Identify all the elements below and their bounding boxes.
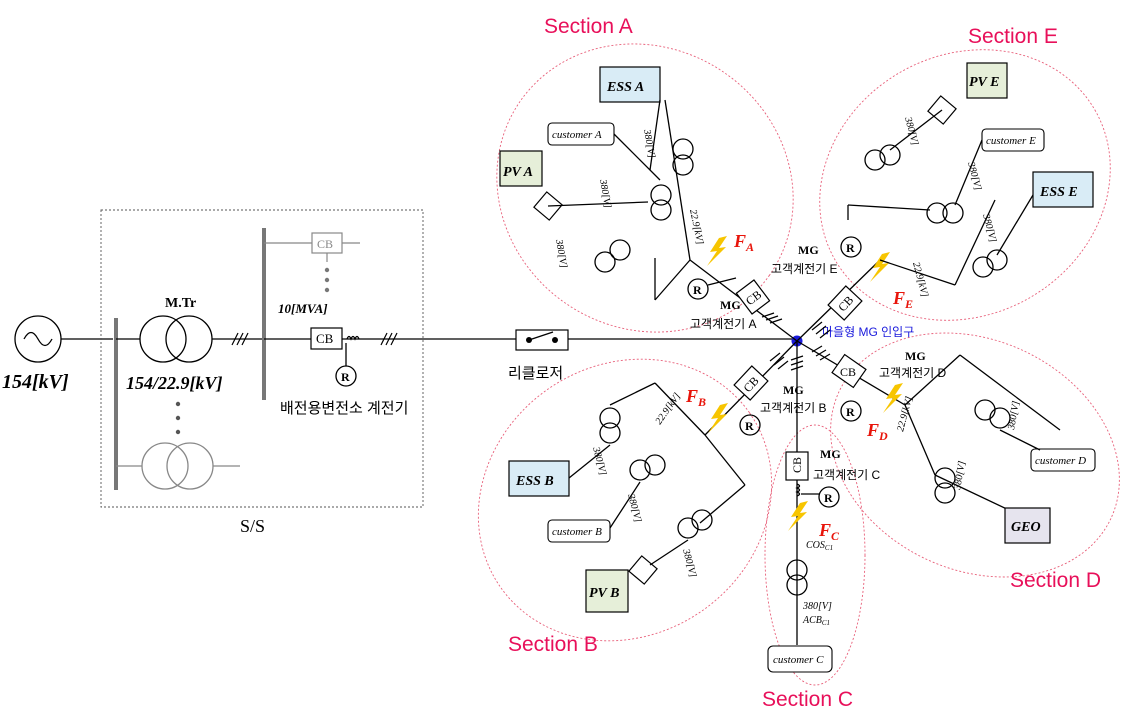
section-c-title: Section C [762, 688, 853, 711]
svg-text:MG: MG [798, 243, 819, 257]
section-c-relay-name: 고객계전기 C [813, 468, 881, 482]
svg-text:380[V]: 380[V] [597, 178, 613, 209]
customer-a-label: customer A [552, 129, 602, 141]
svg-text:22.9[kV]: 22.9[kV] [687, 208, 705, 245]
section-e-boundary [819, 49, 1111, 321]
hub-label: 마을형 MG 인입구 [822, 325, 914, 339]
transformer-ratio: 154/22.9[kV] [126, 373, 223, 393]
fault-a-label: FA [733, 231, 754, 254]
substation-relay-caption: 배전용변전소 계전기 [280, 400, 408, 417]
fault-a-icon [707, 236, 727, 266]
svg-text:MG: MG [720, 298, 741, 312]
svg-text:R: R [824, 491, 833, 505]
section-a-title: Section A [544, 15, 633, 38]
pv-a-label: PV A [503, 165, 533, 180]
section-a-relay-name: 고객계전기 A [690, 317, 757, 331]
section-a-boundary [496, 43, 794, 333]
svg-text:R: R [341, 370, 350, 384]
svg-text:CB: CB [790, 457, 804, 473]
feeder-capacity: 10[MVA] [278, 301, 328, 316]
section-e-title: Section E [968, 25, 1058, 48]
svg-text:CB: CB [316, 331, 334, 346]
svg-text:380[V]: 380[V] [590, 445, 608, 477]
section-b-relay-name: 고객계전기 B [760, 401, 827, 415]
section-b-title: Section B [508, 633, 598, 656]
fault-e-label: FE [892, 288, 913, 311]
section-d-boundary [830, 332, 1120, 578]
svg-text:380[V]: 380[V] [641, 128, 657, 159]
fault-b-icon [708, 403, 728, 433]
svg-text:380[V]: 380[V] [625, 492, 643, 524]
section-d-relay-name: 고객계전기 D [879, 366, 947, 380]
svg-text:R: R [693, 283, 702, 297]
recloser-symbol [515, 329, 569, 351]
svg-text:R: R [745, 419, 754, 433]
svg-text:R: R [846, 241, 855, 255]
svg-text:R: R [846, 405, 855, 419]
section-b-boundary [477, 358, 773, 642]
substation-label: S/S [240, 516, 265, 536]
svg-text:380[V]: 380[V] [952, 460, 968, 491]
fault-d-label: FD [866, 420, 888, 443]
customer-b-label: customer B [552, 526, 602, 538]
customer-e-label: customer E [986, 135, 1036, 147]
svg-text:CB: CB [317, 237, 333, 251]
svg-text:380[V]: 380[V] [680, 547, 698, 579]
section-e-relay-name: 고객계전기 E [771, 262, 838, 276]
svg-text:ACBC1: ACBC1 [802, 615, 830, 627]
customer-d-label: customer D [1035, 455, 1086, 467]
svg-text:MG: MG [783, 383, 804, 397]
pv-e-label: PV E [969, 75, 999, 90]
ess-e-label: ESS E [1039, 185, 1078, 200]
svg-text:CB: CB [840, 365, 856, 379]
substation-cb [310, 327, 343, 350]
transformer-name: M.Tr [165, 296, 196, 311]
geo-label: GEO [1011, 520, 1041, 535]
svg-text:380[V]: 380[V] [553, 238, 569, 269]
svg-text:380[V]: 380[V] [902, 115, 920, 147]
substation-relay [335, 365, 357, 387]
fault-c-icon [788, 501, 808, 531]
pv-b-label: PV B [589, 586, 619, 601]
substation-box [100, 209, 424, 508]
svg-text:MG: MG [905, 349, 926, 363]
svg-text:380[V]: 380[V] [802, 601, 832, 612]
section-c-boundary [764, 424, 866, 686]
main-transformer-symbol [139, 315, 187, 363]
svg-text:MG: MG [820, 447, 841, 461]
svg-text:380[V]: 380[V] [1006, 400, 1022, 431]
svg-text:380[V]: 380[V] [980, 212, 998, 244]
customer-c-label: customer C [773, 654, 824, 666]
ess-a-label: ESS A [606, 80, 644, 95]
recloser-label: 리클로저 [508, 365, 563, 382]
section-d-title: Section D [1010, 569, 1101, 592]
fault-c-label: FC [818, 520, 840, 543]
source-voltage: 154[kV] [2, 371, 69, 393]
svg-text:COSC1: COSC1 [806, 540, 833, 552]
svg-text:22.9[kV]: 22.9[kV] [910, 261, 930, 299]
fault-b-label: FB [685, 386, 706, 409]
ess-b-label: ESS B [515, 474, 554, 489]
